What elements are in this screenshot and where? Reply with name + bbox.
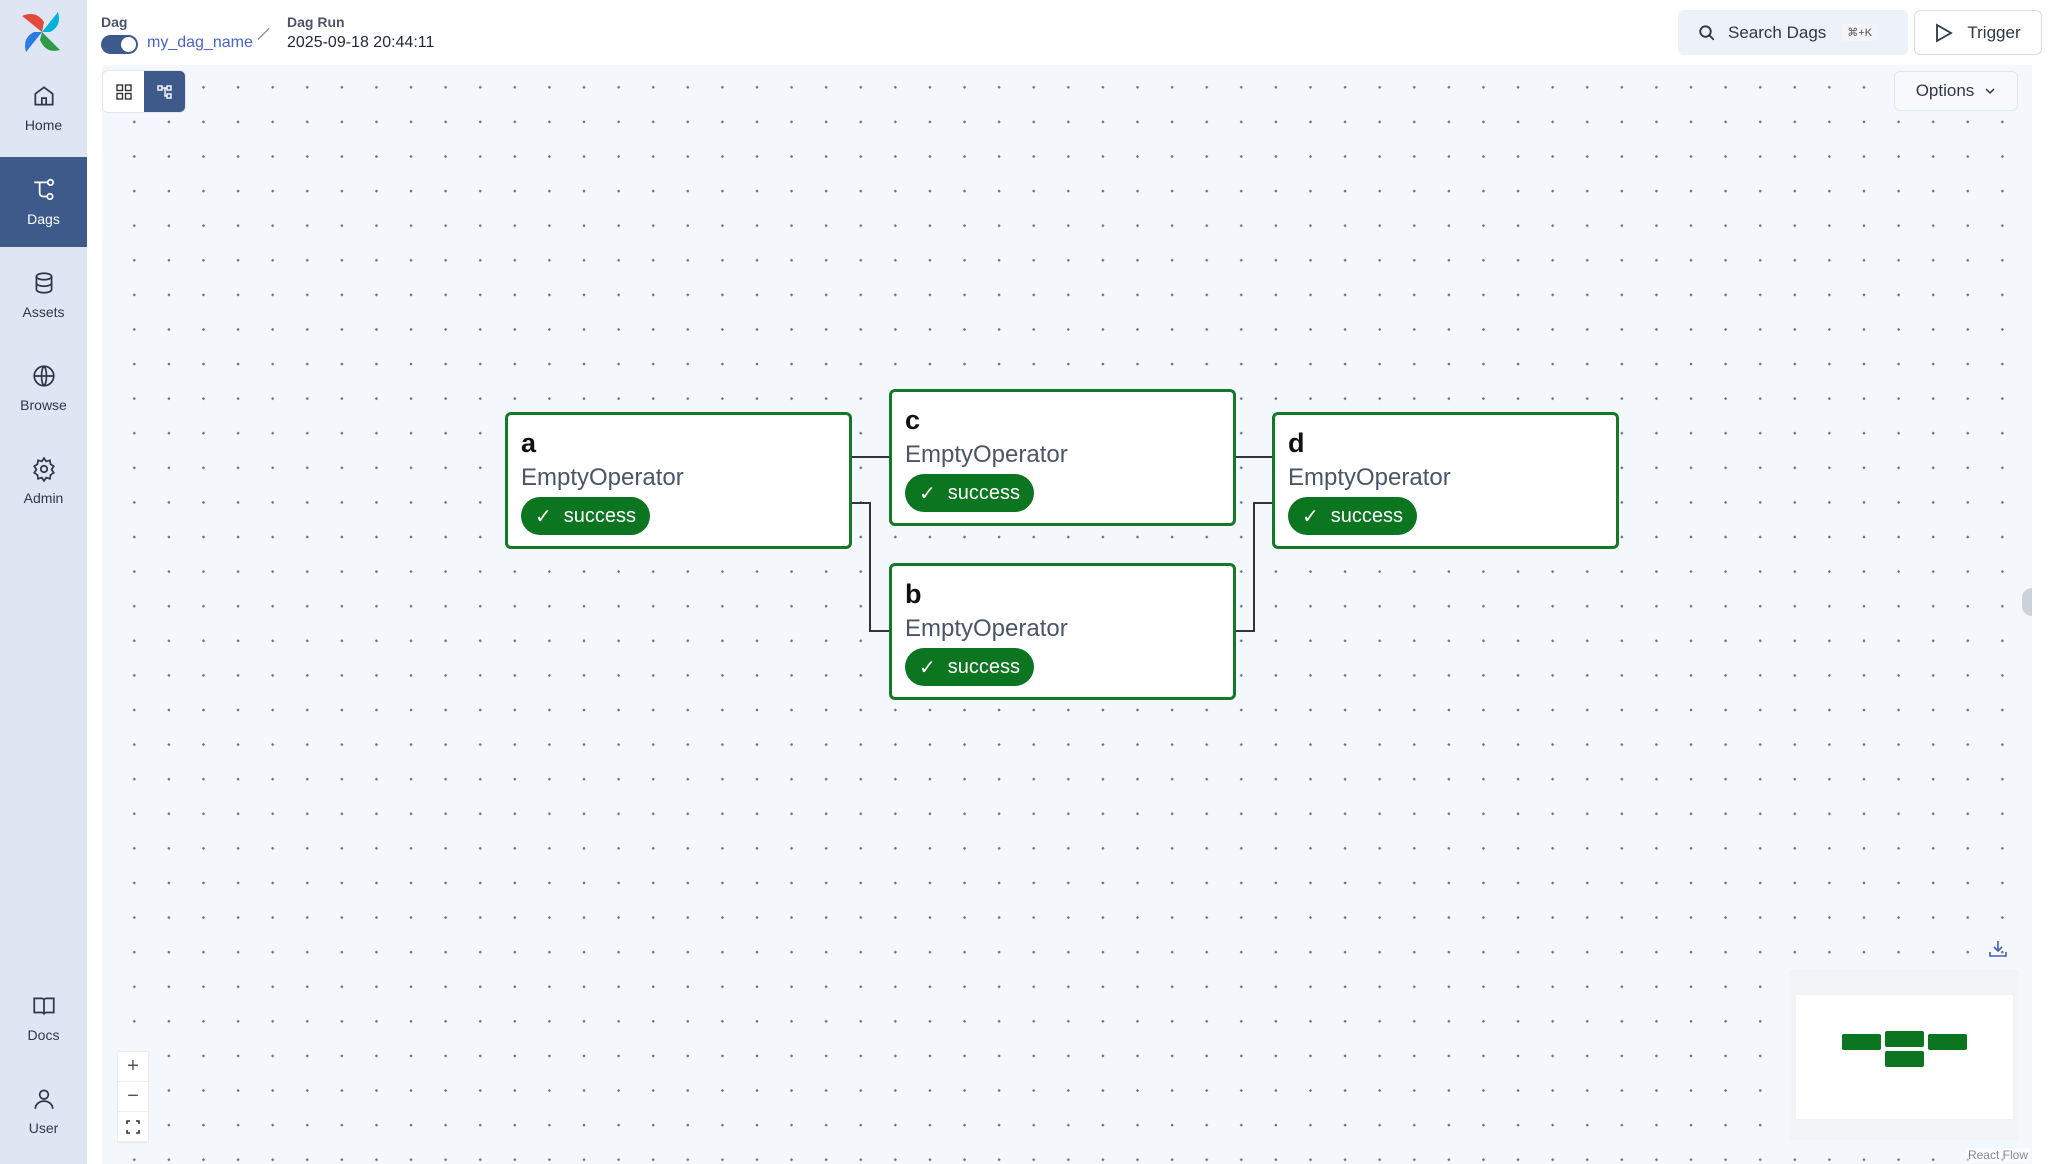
check-icon: ✓ <box>535 505 552 528</box>
dags-icon <box>33 178 54 201</box>
grid-view-button[interactable] <box>103 71 144 112</box>
status-badge: ✓success <box>905 648 1035 686</box>
sidebar-item-admin[interactable]: Admin <box>0 436 87 526</box>
globe-icon <box>32 365 55 387</box>
dag-breadcrumb-label: Dag <box>101 14 128 30</box>
search-dags-button[interactable]: Search Dags ⌘+K <box>1678 10 1908 55</box>
minimap-node-a <box>1842 1034 1881 1050</box>
search-shortcut: ⌘+K <box>1842 24 1878 41</box>
view-toggle <box>102 70 186 113</box>
options-button[interactable]: Options <box>1894 71 2018 111</box>
status-badge: ✓success <box>521 497 651 535</box>
sidebar-item-browse[interactable]: Browse <box>0 343 87 433</box>
download-icon[interactable] <box>1989 940 2007 958</box>
zoom-in-button[interactable]: + <box>118 1052 148 1082</box>
graph-canvas[interactable]: Options a EmptyOperator ✓success c Empty… <box>102 65 2032 1164</box>
minimap-node-b <box>1885 1051 1924 1067</box>
task-node-c[interactable]: c EmptyOperator ✓success <box>889 389 1236 526</box>
fit-view-button[interactable] <box>118 1112 148 1142</box>
edge-b-d <box>1235 502 1272 632</box>
database-icon <box>35 272 52 294</box>
sidebar-item-docs[interactable]: Docs <box>0 973 87 1063</box>
dag-name-link[interactable]: my_dag_name <box>147 34 253 51</box>
task-node-a[interactable]: a EmptyOperator ✓success <box>505 412 852 549</box>
home-icon <box>33 86 54 106</box>
grid-icon <box>115 83 132 100</box>
gear-icon <box>32 456 55 482</box>
fit-view-icon <box>126 1119 140 1134</box>
chevron-down-icon <box>1985 88 1995 95</box>
check-icon: ✓ <box>919 482 936 505</box>
sidebar-item-user[interactable]: User <box>0 1066 87 1156</box>
check-icon: ✓ <box>919 656 936 679</box>
search-icon <box>1699 24 1715 40</box>
book-icon <box>32 997 55 1015</box>
status-badge: ✓success <box>905 474 1035 512</box>
sidebar-item-home[interactable]: Home <box>0 63 87 153</box>
sidebar-item-assets[interactable]: Assets <box>0 250 87 340</box>
dag-run-breadcrumb-label: Dag Run <box>287 14 345 30</box>
panel-resize-handle[interactable] <box>2022 588 2032 616</box>
edge-a-b <box>852 502 889 632</box>
task-node-b[interactable]: b EmptyOperator ✓success <box>889 563 1236 700</box>
sidebar-item-dags[interactable]: Dags <box>0 157 87 247</box>
graph-icon <box>156 84 172 99</box>
airflow-logo[interactable] <box>18 8 66 56</box>
graph-view-button[interactable] <box>144 71 185 112</box>
zoom-out-button[interactable]: − <box>118 1082 148 1112</box>
minimap[interactable] <box>1789 970 2019 1140</box>
dag-run-value: 2025-09-18 20:44:11 <box>287 34 435 51</box>
minimap-node-d <box>1928 1034 1967 1050</box>
play-icon <box>1936 22 1954 43</box>
zoom-controls: + − <box>118 1052 148 1142</box>
react-flow-attribution[interactable]: React Flow <box>1965 1148 2030 1162</box>
check-icon: ✓ <box>1302 505 1319 528</box>
sidebar: Home Dags Assets Browse Admin Docs User <box>0 0 87 1164</box>
minimap-node-c <box>1885 1031 1924 1047</box>
status-badge: ✓success <box>1288 497 1418 535</box>
user-icon <box>33 1089 54 1109</box>
dag-enabled-toggle[interactable] <box>101 35 138 54</box>
trigger-button[interactable]: Trigger <box>1914 10 2042 55</box>
task-node-d[interactable]: d EmptyOperator ✓success <box>1272 412 1619 549</box>
breadcrumb-separator <box>257 27 270 41</box>
graph-edges <box>852 456 1272 632</box>
